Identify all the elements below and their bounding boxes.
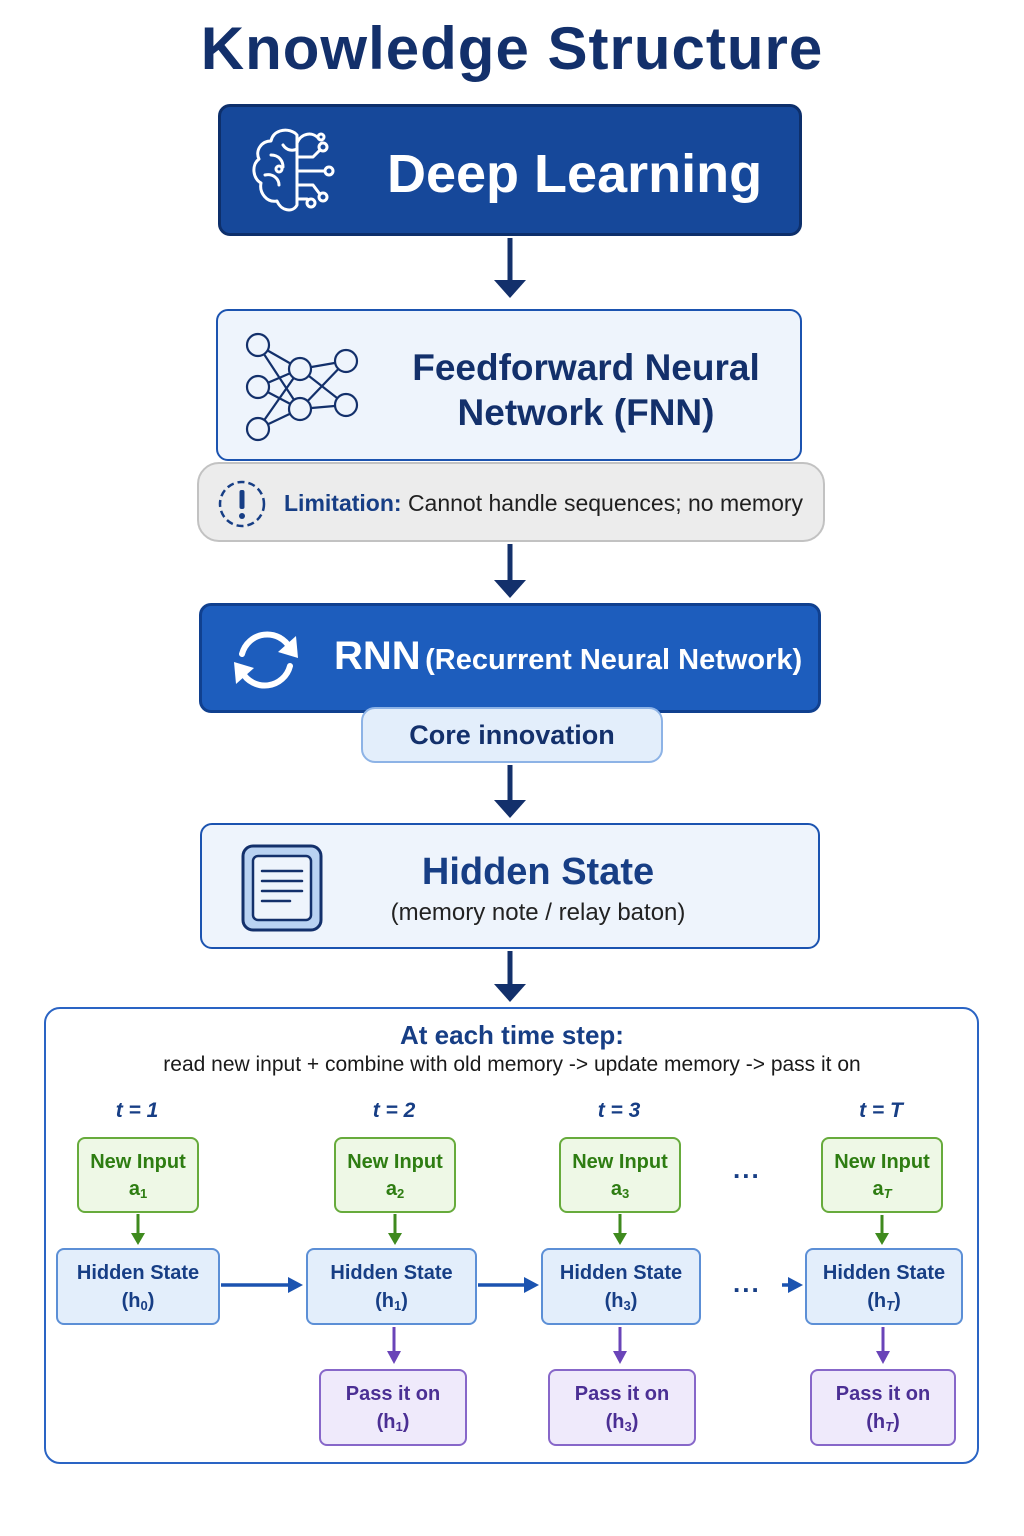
hidden-state-label: Hidden State (76, 1262, 200, 1284)
fnn-label-line2: Network (FNN) (457, 392, 715, 433)
pass-it-on-box: Pass it on (hT) (810, 1369, 956, 1446)
hidden-state-box: Hidden State (h3) (541, 1248, 701, 1325)
new-input-label: New Input (90, 1151, 186, 1173)
pass-it-on-label: Pass it on (345, 1383, 441, 1405)
rnn-label: RNN (Recurrent Neural Network) (334, 634, 802, 679)
time-label: t = 3 (597, 1099, 641, 1122)
hidden-state-node: Hidden State (memory note / relay baton) (200, 823, 820, 949)
new-input-box: New Input a3 (559, 1137, 681, 1213)
new-input-label: New Input (347, 1151, 443, 1173)
fnn-label: Feedforward Neural Network (FNN) (386, 345, 786, 435)
note-document-icon (241, 844, 323, 932)
pass-it-on-var: (h3) (605, 1411, 639, 1434)
arrow-down-icon (494, 984, 526, 1002)
new-input-var: a2 (385, 1178, 405, 1201)
hidden-state-box: Hidden State (h1) (306, 1248, 477, 1325)
alert-icon (218, 480, 266, 528)
new-input-box: New Input aT (821, 1137, 943, 1213)
new-input-var: aT (872, 1178, 892, 1201)
recycle-loop-icon (234, 631, 298, 689)
ellipsis: ... (733, 1268, 761, 1298)
deep-learning-node: Deep Learning (218, 104, 802, 236)
arrow-down-icon (494, 580, 526, 598)
brain-circuit-icon (252, 128, 335, 212)
pass-it-on-box: Pass it on (h1) (319, 1369, 467, 1446)
time-step-description: read new input + combine with old memory… (163, 1053, 861, 1076)
pass-it-on-box: Pass it on (h3) (548, 1369, 696, 1446)
ellipsis: ... (733, 1154, 761, 1184)
hidden-state-box: Hidden State (h0) (56, 1248, 220, 1325)
new-input-var: a3 (610, 1178, 630, 1201)
hidden-state-label: Hidden State (559, 1262, 683, 1284)
rnn-short-label: RNN (334, 634, 421, 678)
hidden-state-label: Hidden State (330, 1262, 453, 1284)
hidden-state-label: Hidden State (822, 1262, 946, 1284)
time-label: t = 2 (372, 1099, 416, 1122)
new-input-box: New Input a2 (334, 1137, 456, 1213)
hidden-state-var: (h3) (604, 1290, 638, 1313)
hidden-state-var: (h1) (375, 1290, 408, 1313)
pass-it-on-var: (h1) (376, 1411, 410, 1434)
fnn-label-line1: Feedforward Neural (412, 347, 760, 388)
main-flow-arrows (494, 238, 526, 1002)
rnn-full-name: (Recurrent Neural Network) (425, 644, 803, 676)
limitation-text: Limitation: Cannot handle sequences; no … (284, 490, 803, 517)
deep-learning-label: Deep Learning (387, 144, 763, 204)
new-input-var: a1 (128, 1178, 148, 1201)
neural-network-icon (245, 332, 359, 442)
limitation-description: Cannot handle sequences; no memory (407, 490, 804, 516)
pass-it-on-label: Pass it on (835, 1383, 931, 1405)
hidden-state-subtitle: (memory note / relay baton) (390, 899, 686, 926)
limitation-note: Limitation: Cannot handle sequences; no … (197, 462, 825, 542)
new-input-label: New Input (834, 1151, 930, 1173)
limitation-label: Limitation: (284, 490, 402, 516)
pass-it-on-label: Pass it on (574, 1383, 670, 1405)
hidden-state-var: (hT) (867, 1290, 901, 1313)
hidden-state-var: (h0) (121, 1290, 155, 1313)
fnn-node: Feedforward Neural Network (FNN) (216, 309, 802, 461)
recurrent-arrows (221, 1277, 803, 1293)
time-step-title: At each time step: (400, 1020, 624, 1050)
new-input-label: New Input (572, 1151, 668, 1173)
page-title: Knowledge Structure (200, 15, 824, 82)
pass-it-on-var: (hT) (866, 1411, 900, 1434)
hidden-state-title: Hidden State (421, 851, 655, 893)
time-label: t = T (859, 1099, 903, 1122)
arrow-down-icon (494, 800, 526, 818)
arrow-down-icon (494, 280, 526, 298)
new-input-box: New Input a1 (77, 1137, 199, 1213)
hidden-state-box: Hidden State (hT) (805, 1248, 963, 1325)
core-innovation-tag: Core innovation (361, 707, 663, 763)
input-arrows (131, 1214, 889, 1245)
output-arrows (387, 1327, 890, 1364)
time-label: t = 1 (115, 1099, 159, 1122)
